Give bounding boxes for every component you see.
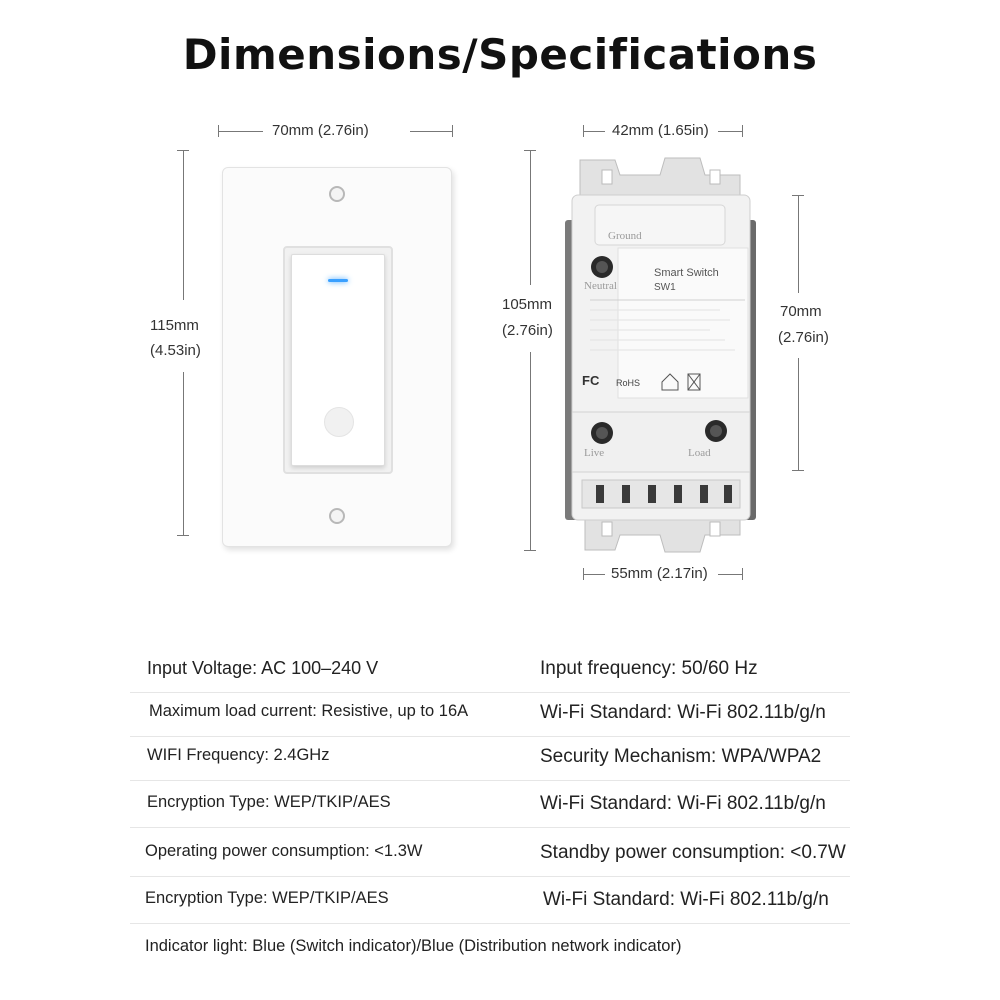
spec-right-cell: Standby power consumption: <0.7W	[540, 842, 846, 863]
spec-row: Operating power consumption: <1.3W Stand…	[130, 832, 850, 877]
spec-right-cell: Wi-Fi Standard: Wi-Fi 802.11b/g/n	[540, 793, 826, 814]
switch-body-illustration	[565, 157, 756, 553]
body-top-width-label: 42mm (1.65in)	[612, 122, 709, 139]
body-right-height-mm-label: 70mm	[780, 303, 822, 320]
terminal-load-label: Load	[688, 447, 711, 459]
spec-right-cell: Wi-Fi Standard: Wi-Fi 802.11b/g/n	[543, 889, 829, 910]
rocker-frame	[283, 246, 393, 474]
led-indicator-icon	[328, 279, 348, 282]
spec-right-cell: Input frequency: 50/60 Hz	[540, 658, 758, 679]
body-left-height-mm-label: 105mm	[502, 296, 553, 313]
spec-right-cell: Wi-Fi Standard: Wi-Fi 802.11b/g/n	[540, 702, 826, 723]
plate-width-label: 70mm (2.76in)	[272, 122, 369, 139]
spec-left-cell: Encryption Type: WEP/TKIP/AES	[145, 889, 389, 907]
spec-left-cell: Indicator light: Blue (Switch indicator)…	[145, 937, 682, 955]
terminal-live-label: Live	[584, 447, 605, 459]
spec-row: Maximum load current: Resistive, up to 1…	[130, 692, 850, 737]
screw-icon	[329, 186, 345, 202]
page-title: Dimensions/Specifications	[182, 30, 818, 79]
plate-height-in-label: (4.53in)	[150, 342, 201, 359]
body-right-height-in-label: (2.76in)	[778, 329, 829, 346]
spec-left-cell: Maximum load current: Resistive, up to 1…	[149, 702, 469, 720]
switch-body: Ground Neutral Smart Switch SW1 FC RoHS …	[560, 150, 760, 560]
touch-dot-icon	[324, 407, 354, 437]
spec-left-cell: WIFI Frequency: 2.4GHz	[147, 746, 330, 764]
spec-left-cell: Input Voltage: AC 100–240 V	[147, 658, 379, 678]
rocker-switch[interactable]	[291, 254, 385, 466]
rohs-cert-icon: RoHS	[616, 378, 641, 388]
spec-left-cell: Encryption Type: WEP/TKIP/AES	[147, 793, 391, 811]
spec-right-cell: Security Mechanism: WPA/WPA2	[540, 746, 822, 767]
terminal-ground-label: Ground	[608, 230, 642, 242]
spec-row: Indicator light: Blue (Switch indicator)…	[130, 927, 850, 971]
plate-height-mm-label: 115mm	[150, 317, 199, 334]
wall-plate	[222, 167, 452, 547]
body-bottom-width-label: 55mm (2.17in)	[611, 565, 708, 582]
spec-row: WIFI Frequency: 2.4GHz Security Mechanis…	[130, 736, 850, 781]
spec-row: Input Voltage: AC 100–240 V Input freque…	[130, 648, 850, 693]
screw-icon	[329, 508, 345, 524]
model-label: SW1	[654, 282, 676, 293]
fc-cert-icon: FC	[582, 373, 600, 388]
spec-row: Encryption Type: WEP/TKIP/AES Wi-Fi Stan…	[130, 879, 850, 924]
terminal-neutral-label: Neutral	[584, 280, 617, 292]
spec-left-cell: Operating power consumption: <1.3W	[145, 842, 423, 860]
spec-row: Encryption Type: WEP/TKIP/AES Wi-Fi Stan…	[130, 783, 850, 828]
product-name-label: Smart Switch	[654, 267, 719, 279]
body-left-height-in-label: (2.76in)	[502, 322, 553, 339]
